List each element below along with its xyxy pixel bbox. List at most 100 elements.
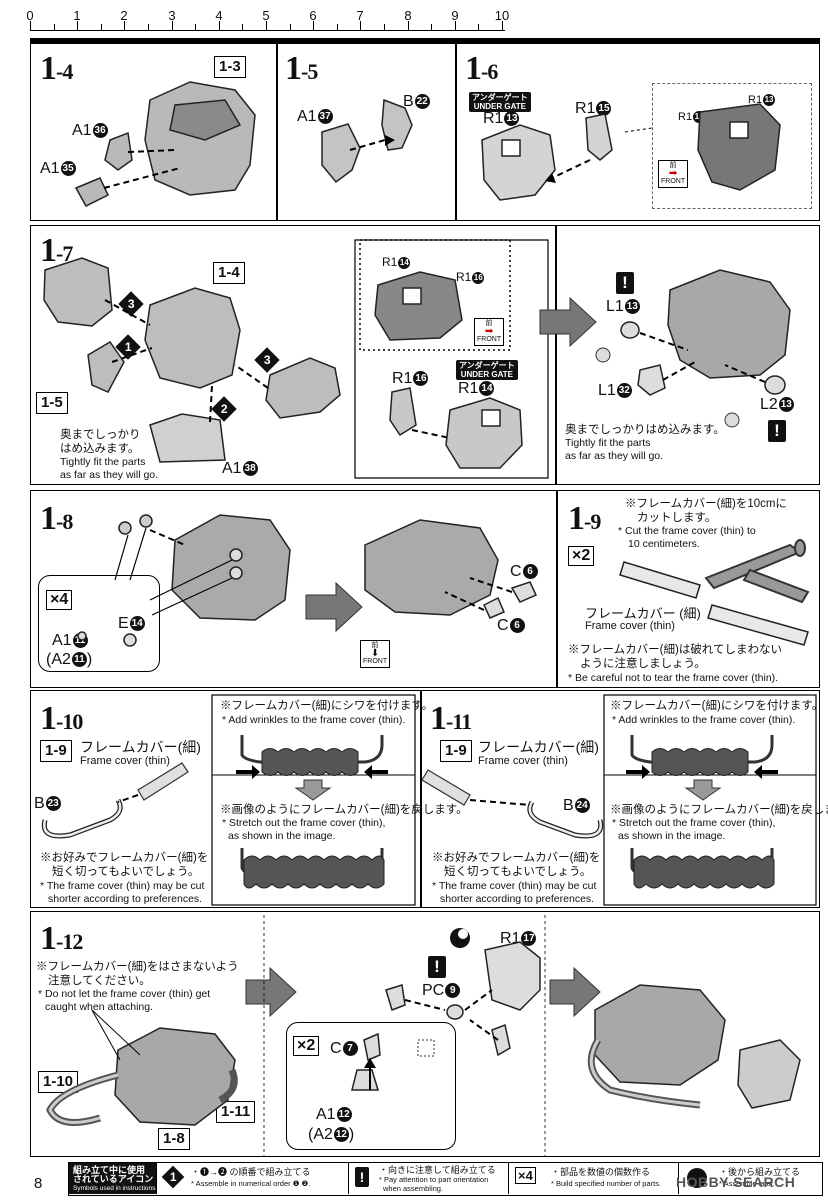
ref-box: 1-9 [440, 740, 472, 762]
note-en: Tightly fit the parts [60, 456, 146, 468]
ref-box: 1-10 [38, 1071, 79, 1093]
quantity-x2-icon: ×2 [568, 546, 595, 566]
ruler-label: 8 [404, 8, 412, 23]
ruler-tick [266, 21, 267, 30]
note-en: 10 centimeters. [628, 538, 700, 550]
note-en: Tightly fit the parts [565, 437, 651, 449]
note-jp: カットします。 [637, 512, 717, 524]
note-jp: はめ込みます。 [60, 443, 140, 455]
orientation-warning-icon: ! [355, 1167, 369, 1187]
symbol-legend: 組み立て中に使用 されているアイコン Symbols used in instr… [68, 1162, 823, 1196]
step-title-1-5: 1-5 [285, 50, 318, 87]
ruler-tick [502, 21, 503, 30]
tip-jp: ※フレームカバー(細)にシワを付けます。 [610, 700, 824, 712]
assemble-later-icon [687, 1168, 707, 1188]
ruler-label: 10 [494, 8, 510, 23]
tip-en: as shown in the image. [228, 830, 336, 842]
warning-jp: ※フレームカバー(細)は破れてしまわない [568, 644, 782, 656]
quantity-x4-icon: ×4 [46, 590, 73, 610]
tip-en: as shown in the image. [618, 830, 726, 842]
ruler-tick [289, 24, 291, 30]
part-name-jp: フレームカバー(細) [478, 739, 599, 755]
legend-item-en: * Pay attention to part orientation [379, 1175, 489, 1184]
note-en: shorter according to preferences. [48, 893, 203, 905]
tip-jp: ※画像のようにフレームカバー(細)を戻します。 [610, 804, 828, 816]
step-title-1-7: 1-7 [40, 232, 73, 269]
ruler-label: 2 [120, 8, 128, 23]
page-number: 8 [34, 1175, 43, 1192]
warning-jp: ように注意しましょう。 [580, 658, 706, 670]
front-indicator: 前➡FRONT [474, 318, 505, 346]
part-name-en: Frame cover (thin) [585, 620, 675, 632]
tip-jp: ※フレームカバー(細)にシワを付けます。 [220, 700, 434, 712]
ruler-tick [431, 24, 433, 30]
ruler-tick [336, 24, 338, 30]
front-arrow-icon: ➡ [668, 168, 678, 179]
orientation-warning-icon: ! [428, 956, 446, 978]
legend-title-en: Symbols used in instructions [73, 1185, 156, 1192]
ruler-label: 5 [262, 8, 270, 23]
note-jp: 注意してください。 [48, 975, 151, 987]
ruler-tick [195, 24, 197, 30]
legend-title-jp: されているアイコン [73, 1174, 154, 1184]
front-arrow-icon: ⬇ [370, 648, 380, 659]
detail-inset [652, 83, 812, 209]
note-jp: ※お好みでフレームカバー(細)を [40, 852, 209, 864]
orientation-warning-icon: ! [616, 272, 634, 294]
tip-en: * Stretch out the frame cover (thin), [612, 817, 776, 829]
ruler-tick [384, 24, 385, 30]
step-title-1-12: 1-12 [40, 920, 83, 957]
ruler-label: 1 [73, 8, 81, 23]
tip-en: * Add wrinkles to the frame cover (thin)… [222, 714, 406, 726]
note-en: as far as they will go. [565, 450, 664, 462]
step-title-1-4: 1-4 [40, 50, 73, 87]
note-jp: 奥までしっかり [60, 429, 141, 441]
ruler-tick [30, 21, 31, 30]
legend-item-jp: ・向きに注意して組み立てる [379, 1165, 496, 1175]
scale-ruler: 0 1 2 3 4 5 6 7 8 9 10 [26, 8, 509, 34]
subassembly-box [286, 1022, 456, 1150]
note-en: as far as they will go. [60, 469, 159, 481]
quantity-x2-icon: ×2 [293, 1036, 320, 1056]
part-name-jp: フレームカバー(細) [80, 739, 201, 755]
watermark: HOBBY SEARCH [676, 1174, 796, 1190]
note-en: * The frame cover (thin) may be cut [40, 880, 205, 892]
note-en: * The frame cover (thin) may be cut [432, 880, 597, 892]
legend-item-en: * Assemble in numerical order ❶ ❷. [191, 1179, 311, 1188]
ref-box: 1-3 [214, 56, 246, 78]
orientation-warning-icon: ! [768, 420, 786, 442]
front-arrow-icon: ➡ [484, 326, 494, 337]
step-title-1-11: 1-11 [430, 700, 472, 737]
note-jp: 奥までしっかりはめ込みます。 [565, 424, 725, 436]
part-name-en: Frame cover (thin) [478, 755, 568, 767]
note-en: shorter according to preferences. [440, 893, 595, 905]
note-jp: 短く切ってもよいでしょう。 [444, 866, 592, 878]
note-jp: ※フレームカバー(細)をはさまないよう [36, 961, 239, 973]
ref-box: 1-9 [40, 740, 72, 762]
note-en: * Do not let the frame cover (thin) get [38, 988, 211, 1000]
ref-box: 1-5 [36, 392, 68, 414]
note-en: caught when attaching. [45, 1001, 153, 1013]
